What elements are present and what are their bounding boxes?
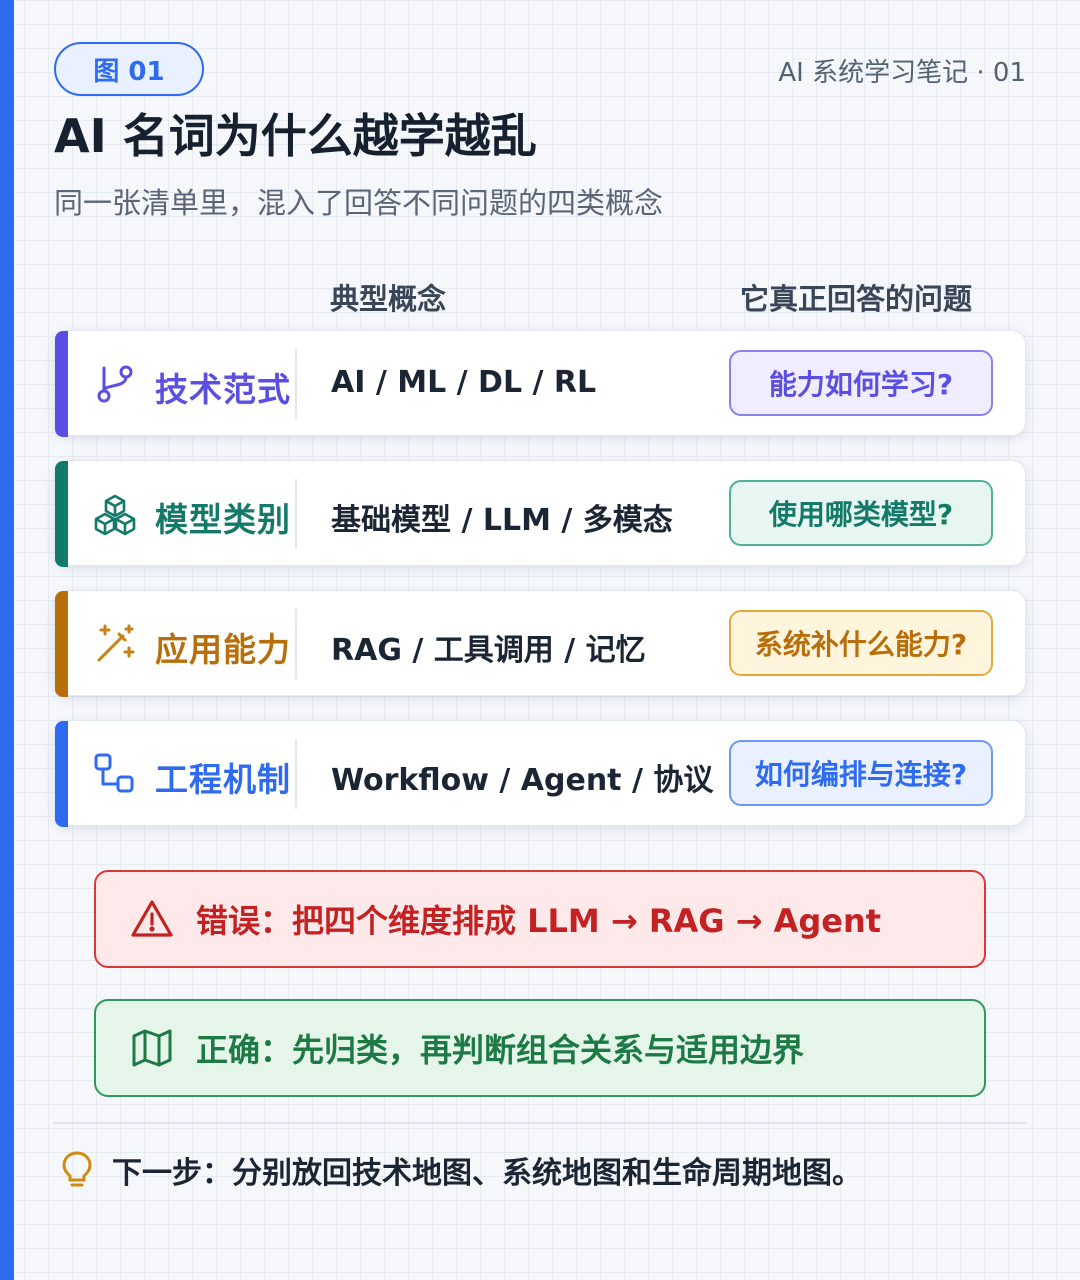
page-subtitle: 同一张清单里，混入了回答不同问题的四类概念: [54, 186, 664, 220]
row-divider: [295, 739, 297, 809]
correct-callout-text: 正确：先归类，再判断组合关系与适用边界: [196, 1031, 805, 1069]
correct-callout: 正确：先归类，再判断组合关系与适用边界: [94, 999, 986, 1097]
figure-badge: 图 01: [54, 42, 204, 96]
cubes-icon: [93, 492, 137, 536]
question-badge: 如何编排与连接?: [729, 740, 993, 806]
wrong-callout-text: 错误：把四个维度排成 LLM → RAG → Agent: [196, 902, 882, 940]
page-title: AI 名词为什么越学越乱: [54, 109, 537, 163]
question-badge: 使用哪类模型?: [729, 480, 993, 546]
next-step-text: 下一步：分别放回技术地图、系统地图和生命周期地图。: [112, 1156, 862, 1191]
row-divider: [295, 479, 297, 549]
concepts-text: RAG / 工具调用 / 记忆: [331, 633, 646, 668]
category-row-application: 应用能力 RAG / 工具调用 / 记忆 系统补什么能力?: [54, 590, 1026, 697]
question-badge: 能力如何学习?: [729, 350, 993, 416]
lightbulb-icon: [60, 1150, 94, 1190]
series-tag: AI 系统学习笔记 · 01: [778, 58, 1026, 88]
row-divider: [295, 349, 297, 419]
concepts-text: AI / ML / DL / RL: [331, 365, 597, 400]
category-row-model: 模型类别 基础模型 / LLM / 多模态 使用哪类模型?: [54, 460, 1026, 567]
branch-icon: [93, 362, 137, 406]
map-icon: [130, 1026, 174, 1070]
row-accent: [55, 721, 68, 827]
magic-wand-icon: [93, 622, 137, 666]
warning-icon: [130, 897, 174, 941]
category-row-engineering: 工程机制 Workflow / Agent / 协议 如何编排与连接?: [54, 720, 1026, 827]
column-header-question: 它真正回答的问题: [740, 282, 973, 316]
category-label: 模型类别: [155, 500, 291, 539]
concepts-text: 基础模型 / LLM / 多模态: [331, 503, 673, 538]
concepts-text: Workflow / Agent / 协议: [331, 763, 714, 798]
column-header-concepts: 典型概念: [330, 282, 447, 316]
category-label: 应用能力: [155, 630, 291, 669]
left-accent-bar: [0, 0, 14, 1280]
next-step: 下一步：分别放回技术地图、系统地图和生命周期地图。: [60, 1148, 862, 1192]
row-accent: [55, 461, 68, 567]
category-row-paradigm: 技术范式 AI / ML / DL / RL 能力如何学习?: [54, 330, 1026, 437]
workflow-icon: [93, 752, 137, 796]
category-label: 技术范式: [155, 370, 291, 409]
category-label: 工程机制: [155, 760, 291, 799]
question-badge: 系统补什么能力?: [729, 610, 993, 676]
row-accent: [55, 591, 68, 697]
row-accent: [55, 331, 68, 437]
row-divider: [295, 609, 297, 679]
footer-divider: [54, 1122, 1026, 1124]
wrong-callout: 错误：把四个维度排成 LLM → RAG → Agent: [94, 870, 986, 968]
